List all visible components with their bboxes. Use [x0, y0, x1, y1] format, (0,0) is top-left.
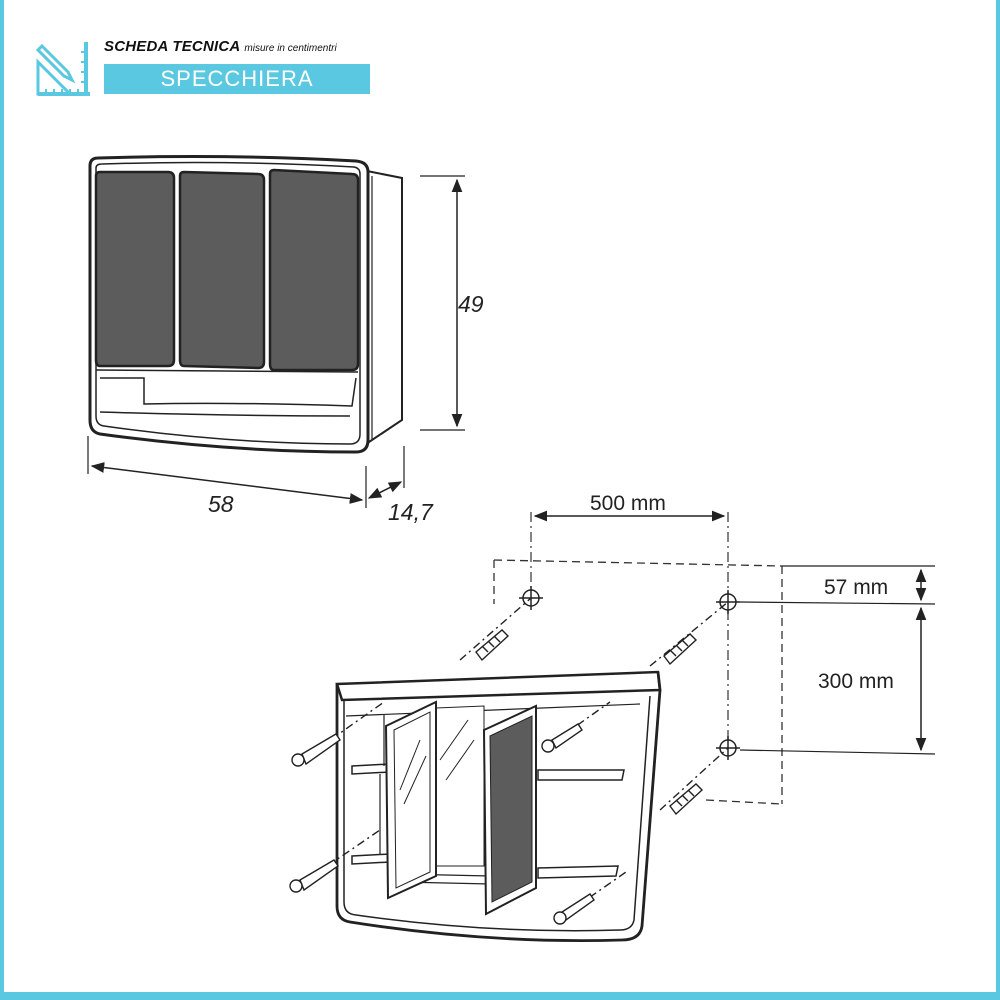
wall-plug-top-right — [649, 601, 729, 667]
screw-bottom-right — [553, 871, 627, 925]
screw-bottom-left — [289, 829, 381, 893]
scheda-title: SCHEDA TECNICA — [104, 38, 241, 55]
mirror-panel-center — [178, 170, 266, 370]
mirror-panel-left — [94, 170, 176, 368]
wall-plug-top-left — [459, 597, 532, 662]
frame-bottom-border — [0, 992, 1000, 1000]
vertical-spacing-label: 300 mm — [818, 670, 894, 693]
units-note: misure in centimentri — [244, 43, 337, 54]
wall-template-outline — [493, 559, 783, 805]
product-banner: SPECCHIERA — [104, 64, 370, 94]
width-label: 58 — [208, 491, 234, 517]
frame-left-border — [0, 0, 4, 1000]
horizontal-spacing-label: 500 mm — [590, 492, 666, 515]
cabinet-open-view — [335, 670, 662, 943]
frame-right-border — [996, 0, 1000, 1000]
depth-dimension — [367, 446, 405, 499]
screw-top-left — [291, 701, 385, 767]
height-dimension — [420, 175, 465, 431]
drill-centerlines — [530, 512, 729, 750]
height-label: 49 — [458, 291, 484, 317]
top-offset-label: 57 mm — [824, 576, 888, 599]
screw-top-right — [541, 701, 611, 753]
depth-label: 14,7 — [388, 499, 434, 525]
wall-plug-bottom-right — [659, 747, 729, 816]
drill-hole-top-right — [716, 590, 740, 614]
ruler-pencil-icon — [36, 42, 90, 96]
mirror-panel-right — [268, 168, 360, 372]
cabinet-front-view — [88, 155, 403, 454]
vertical-spacing-dimensions — [739, 565, 936, 755]
width-dimension — [87, 436, 367, 508]
